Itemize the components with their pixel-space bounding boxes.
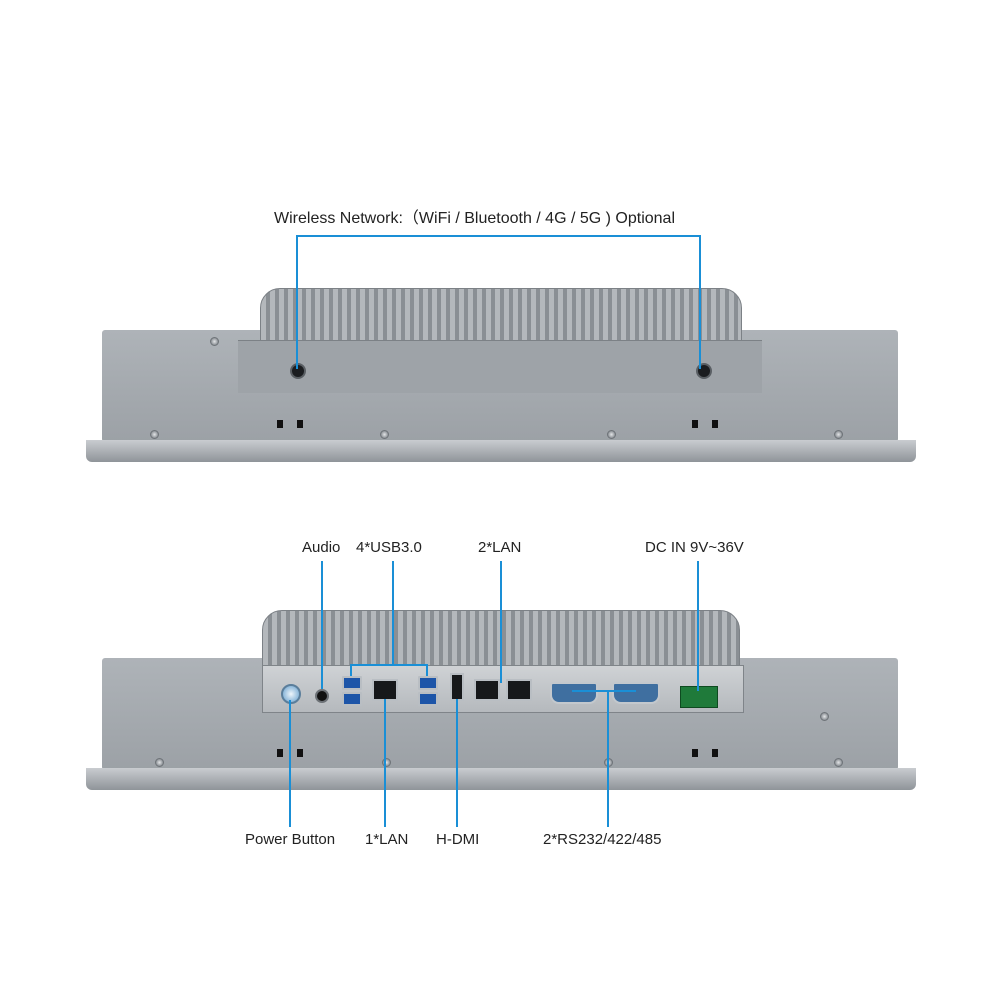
usb-port-icon[interactable] [418, 692, 438, 706]
vent-slot-icon [692, 749, 698, 757]
usb-callout-line-right [426, 664, 428, 676]
dual-lan-callout-line [500, 561, 502, 683]
vent-slot-icon [297, 749, 303, 757]
dc-in-label: DC IN 9V~36V [645, 539, 744, 556]
usb-port-icon[interactable] [342, 692, 362, 706]
lan-port-icon[interactable] [372, 679, 398, 701]
audio-label: Audio [302, 539, 341, 556]
dc-in-callout-line [697, 561, 699, 691]
screw-icon [607, 430, 616, 439]
usb-port-icon[interactable] [342, 676, 362, 690]
top-heatsink-base [238, 340, 762, 393]
screw-icon [155, 758, 164, 767]
screw-icon [834, 758, 843, 767]
dc-terminal-icon[interactable] [680, 686, 718, 708]
io-panel [262, 665, 744, 713]
serial-port-icon[interactable] [612, 682, 660, 704]
serial-ports-label: 2*RS232/422/485 [543, 831, 662, 848]
usb-port-icon[interactable] [418, 676, 438, 690]
vent-slot-icon [712, 420, 718, 428]
wireless-network-label: Wireless Network:（WiFi / Bluetooth / 4G … [274, 210, 676, 227]
serial-port-icon[interactable] [550, 682, 598, 704]
usb-label: 4*USB3.0 [356, 539, 422, 556]
vent-slot-icon [297, 420, 303, 428]
screw-icon [380, 430, 389, 439]
wireless-callout-line-right [699, 235, 701, 369]
vent-slot-icon [692, 420, 698, 428]
screw-icon [820, 712, 829, 721]
audio-callout-line [321, 561, 323, 689]
usb-callout-line-h [350, 664, 428, 666]
screw-icon [150, 430, 159, 439]
usb-callout-line-left [350, 664, 352, 676]
lan-port-icon[interactable] [506, 679, 532, 701]
bottom-front-bezel [86, 768, 916, 790]
screw-icon [382, 758, 391, 767]
vent-slot-icon [712, 749, 718, 757]
serial-callout-line-h [572, 690, 636, 692]
hdmi-label: H-DMI [436, 831, 480, 848]
audio-jack-icon[interactable] [315, 689, 329, 703]
wireless-callout-line-h [296, 235, 701, 237]
lan-port-icon[interactable] [474, 679, 500, 701]
vent-slot-icon [277, 420, 283, 428]
vent-slot-icon [277, 749, 283, 757]
power-button-icon[interactable] [281, 684, 301, 704]
single-lan-label: 1*LAN [365, 831, 409, 848]
power-button-label: Power Button [245, 831, 336, 848]
power-button-callout-line [289, 700, 291, 827]
hdmi-callout-line [456, 699, 458, 827]
antenna-hole-left-icon [290, 363, 306, 379]
hdmi-port-icon[interactable] [450, 673, 464, 701]
screw-icon [834, 430, 843, 439]
screw-icon [210, 337, 219, 346]
serial-callout-line-stem [607, 690, 609, 827]
dual-lan-label: 2*LAN [478, 539, 522, 556]
top-front-bezel [86, 440, 916, 462]
single-lan-callout-line [384, 699, 386, 827]
wireless-callout-line-left [296, 235, 298, 369]
usb-callout-line-stem [392, 561, 394, 665]
